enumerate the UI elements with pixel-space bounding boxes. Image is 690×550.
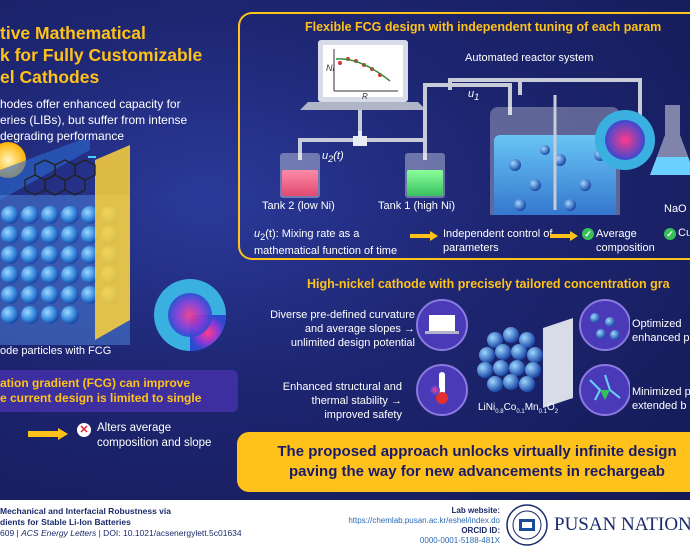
u1-label: u1: [468, 88, 479, 102]
left-title-line: el Cathodes: [0, 67, 100, 87]
optimized-line: enhanced p: [632, 332, 690, 344]
panel-title: Flexible FCG design with independent tun…: [305, 20, 662, 34]
independent-line: Independent control of: [443, 228, 553, 240]
infographic-canvas: tive Mathematical k for Fully Customizab…: [0, 0, 690, 500]
independent-line: parameters: [443, 242, 499, 254]
fcg-statement-box: ation gradient (FCG) can improve e curre…: [0, 370, 238, 412]
reactor-label: Automated reactor system: [465, 52, 594, 64]
citation: Mechanical and Interfacial Robustness vi…: [0, 506, 242, 539]
optimized-text: Optimized enhanced p: [632, 317, 690, 345]
minimized-text: Minimized p extended b: [632, 385, 690, 413]
laptop-y-label: Ni: [326, 63, 335, 73]
left-intro: hodes offer enhanced capacity for eries …: [0, 96, 225, 144]
cathode-cluster-illustration: [416, 299, 630, 416]
cathode-plate: [543, 318, 573, 408]
reactor-vessel: [490, 95, 620, 215]
banner-line: The proposed approach unlocks virtually …: [277, 443, 677, 460]
arrow-right-icon: [28, 428, 68, 440]
avg-line: composition: [596, 242, 655, 254]
university-name: PUSAN NATIONA: [554, 514, 690, 535]
intro-line: hodes offer enhanced capacity for: [0, 97, 181, 111]
enhanced-line: Enhanced structural and: [282, 381, 402, 393]
particle-network-icon: [579, 299, 630, 351]
naoh-label: NaO: [664, 203, 687, 215]
checkmark-icon: ✓: [582, 228, 594, 240]
orcid-link[interactable]: 0000-0001-5188-481X: [419, 536, 500, 545]
diverse-line: Diverse pre-defined curvature: [270, 309, 415, 321]
optimized-line: Optimized: [632, 318, 682, 330]
particle-zoom-icon: [595, 110, 655, 170]
left-title-line: tive Mathematical: [0, 23, 146, 43]
mixing-subscript: 2: [260, 232, 266, 243]
enhanced-line: improved safety: [324, 409, 402, 421]
intro-line: degrading performance: [0, 129, 125, 143]
enhanced-stability-text: Enhanced structural and thermal stabilit…: [240, 380, 402, 422]
arrow-right-icon: [550, 231, 578, 241]
conclusion-banner: The proposed approach unlocks virtually …: [237, 432, 690, 492]
laptop-x-label: R: [362, 92, 368, 101]
fcg-line: e current design is limited to single: [0, 391, 202, 405]
journal-name: ACS Energy Letters: [21, 528, 97, 538]
alter-line: Alters average: [97, 422, 172, 434]
arrow-right-icon: [410, 231, 438, 241]
diverse-curvature-text: Diverse pre-defined curvature and averag…: [240, 308, 415, 350]
tank-2-beaker: [280, 153, 320, 198]
cathode-particle-cluster: [477, 327, 543, 392]
curvature-text: Cu: [678, 227, 690, 239]
reactor-system-illustration: Ni R: [280, 40, 690, 215]
valve-icon: [353, 131, 367, 146]
citation-line: dients for Stable Li-Ion Batteries: [0, 517, 131, 527]
naoh-flask: [650, 105, 690, 175]
enhanced-line: thermal stability →: [311, 395, 402, 407]
u1-symbol: u: [468, 88, 475, 100]
left-title-line: k for Fully Customizable: [0, 45, 203, 65]
graphite-lattice: [24, 159, 96, 196]
avg-line: Average: [596, 228, 637, 240]
fcg-line: ation gradient (FCG) can improve: [0, 376, 191, 390]
mixing-symbol: u: [254, 228, 261, 240]
average-composition-text: Average composition: [596, 227, 655, 255]
citation-doi-line: 609 | ACS Energy Letters | DOI: 10.1021/…: [0, 528, 242, 539]
tank-2-label: Tank 2 (low Ni): [262, 200, 335, 212]
particles-caption: ode particles with FCG: [0, 345, 112, 357]
alter-text: Alters average composition and slope: [97, 421, 211, 451]
minimized-line: extended b: [632, 400, 687, 412]
doi-text: | DOI: 10.1021/acsenergylett.5c01634: [96, 528, 242, 538]
checkmark-icon: ✓: [664, 228, 676, 240]
cathode-formula: LiNi0.8Co0.1Mn0.1O2: [478, 402, 559, 415]
fcg-design-panel: [238, 12, 690, 260]
minimized-line: Minimized p: [632, 386, 690, 398]
citation-line: Mechanical and Interfacial Robustness vi…: [0, 506, 172, 516]
diverse-line: and average slopes →: [304, 323, 415, 335]
tank-1-beaker: [405, 153, 445, 198]
footer: Mechanical and Interfacial Robustness vi…: [0, 500, 690, 550]
tank-1-label: Tank 1 (high Ni): [378, 200, 456, 212]
u1-subscript: 1: [474, 92, 480, 103]
u2-subscript: 2: [328, 154, 334, 165]
left-title: tive Mathematical k for Fully Customizab…: [0, 22, 225, 88]
orcid-label: ORCID ID:: [461, 526, 500, 535]
alter-line: composition and slope: [97, 437, 212, 449]
u2-argument: (t): [333, 150, 344, 162]
u2-label: u2(t): [322, 150, 344, 164]
u2-symbol: u: [322, 150, 329, 162]
mixing-line: (t): Mixing rate as a: [265, 228, 360, 240]
lab-website-label: Lab website:: [451, 506, 500, 515]
independent-control-text: Independent control of parameters: [443, 227, 552, 255]
x-mark-icon: ✕: [77, 423, 91, 437]
banner-line: paving the way for new advancements in r…: [289, 463, 665, 480]
high-nickel-title: High-nickel cathode with precisely tailo…: [307, 277, 670, 291]
mixing-rate-text: u2(t): Mixing rate as a mathematical fun…: [254, 227, 397, 258]
laptop-icon: [300, 40, 426, 110]
lab-info: Lab website: https://chemlab.pusan.ac.kr…: [340, 506, 500, 546]
citation-fragment: 609 |: [0, 528, 22, 538]
cathode-cube-illustration: [0, 140, 226, 351]
university-seal-icon: [506, 504, 548, 546]
diverse-line: unlimited design potential: [290, 337, 415, 349]
intro-line: eries (LIBs), but suffer from intense: [0, 113, 188, 127]
lab-website-link[interactable]: https://chemlab.pusan.ac.kr/eshel/index.…: [348, 516, 500, 525]
mixing-line: mathematical function of time: [254, 245, 398, 258]
current-collector-slab: [95, 145, 130, 340]
